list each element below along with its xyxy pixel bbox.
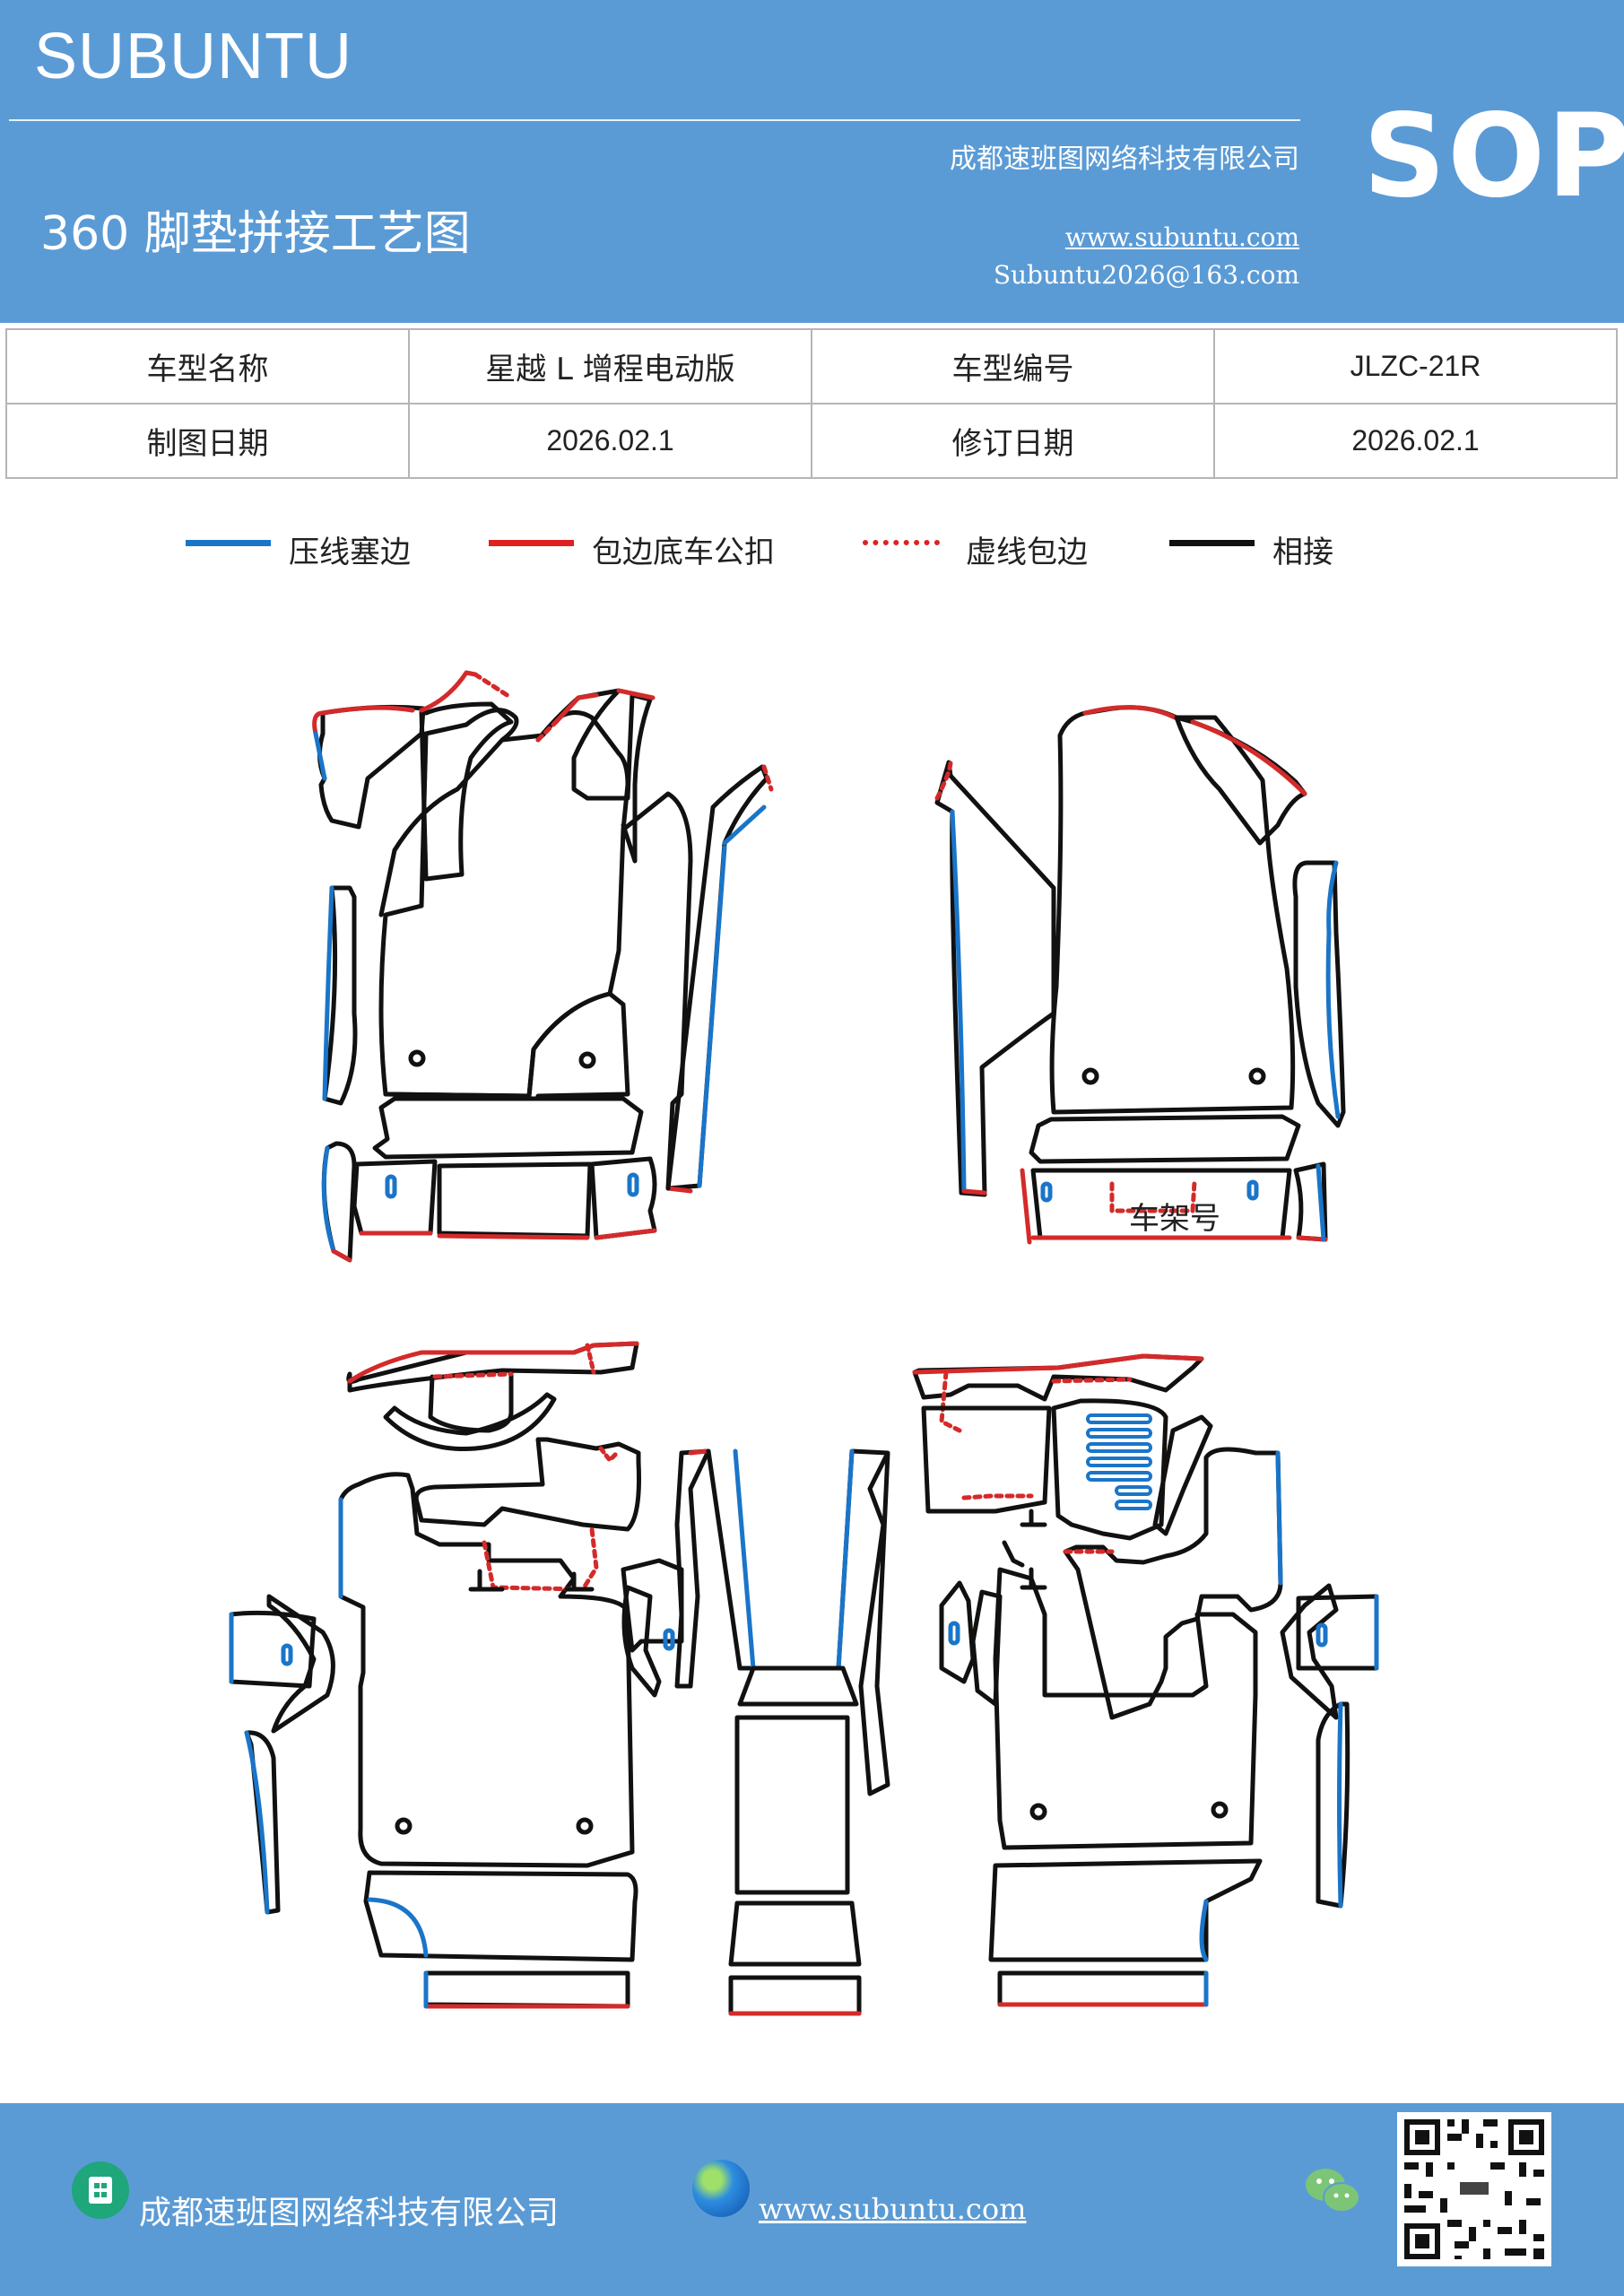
header-divider xyxy=(9,119,1300,121)
doc-code: SOP xyxy=(1363,90,1624,223)
draw-date-value: 2026.02.1 xyxy=(408,403,812,479)
legend-swatch-blue xyxy=(186,540,271,546)
legend-label: 虚线包边 xyxy=(966,535,1088,570)
brand-name: SUBUNTU xyxy=(34,21,353,92)
qr-code xyxy=(1397,2112,1551,2266)
front-right-mat-group: 车架号 xyxy=(934,705,1346,1245)
page-title: 360 脚垫拼接工艺图 xyxy=(40,207,471,261)
wechat-icon[interactable] xyxy=(1302,2163,1365,2217)
revise-date-label: 修订日期 xyxy=(811,403,1215,479)
front-left-mat-group xyxy=(312,670,774,1263)
legend-label: 压线塞边 xyxy=(289,535,411,570)
model-code-label: 车型编号 xyxy=(811,328,1215,404)
vehicle-info-table: 车型名称 星越 L 增程电动版 车型编号 JLZC-21R 制图日期 2026.… xyxy=(5,328,1618,479)
table-row: 车型名称 星越 L 增程电动版 车型编号 JLZC-21R xyxy=(5,328,1618,404)
model-name-label: 车型名称 xyxy=(5,328,410,404)
header-banner xyxy=(0,0,1624,323)
revise-date-value: 2026.02.1 xyxy=(1213,403,1618,479)
table-row: 制图日期 2026.02.1 修订日期 2026.02.1 xyxy=(5,403,1618,479)
header-company: 成都速班图网络科技有限公司 xyxy=(950,144,1299,175)
building-icon xyxy=(72,2161,129,2219)
header-email: Subuntu2026@163.com xyxy=(993,260,1299,290)
footer-website-link[interactable]: www.subuntu.com xyxy=(759,2192,1027,2226)
legend-label: 包边底车公扣 xyxy=(592,535,775,570)
header-website-link[interactable]: www.subuntu.com xyxy=(1064,222,1299,252)
draw-date-label: 制图日期 xyxy=(5,403,410,479)
floor-mat-diagram: 车架号 xyxy=(229,670,1379,2016)
legend-swatch-black xyxy=(1169,540,1255,546)
frame-number-label: 车架号 xyxy=(1129,1201,1220,1237)
footer-company: 成都速班图网络科技有限公司 xyxy=(139,2195,560,2231)
legend-swatch-red-dotted xyxy=(863,540,940,545)
model-name-value: 星越 L 增程电动版 xyxy=(408,328,812,404)
globe-icon xyxy=(692,2160,750,2217)
model-code-value: JLZC-21R xyxy=(1213,328,1618,404)
center-tunnel-mat-group xyxy=(674,1448,890,2016)
legend-label: 相接 xyxy=(1272,535,1333,570)
legend-swatch-red xyxy=(489,540,574,546)
rear-right-mat-group xyxy=(912,1353,1379,2007)
rear-left-mat-group xyxy=(229,1341,684,2009)
